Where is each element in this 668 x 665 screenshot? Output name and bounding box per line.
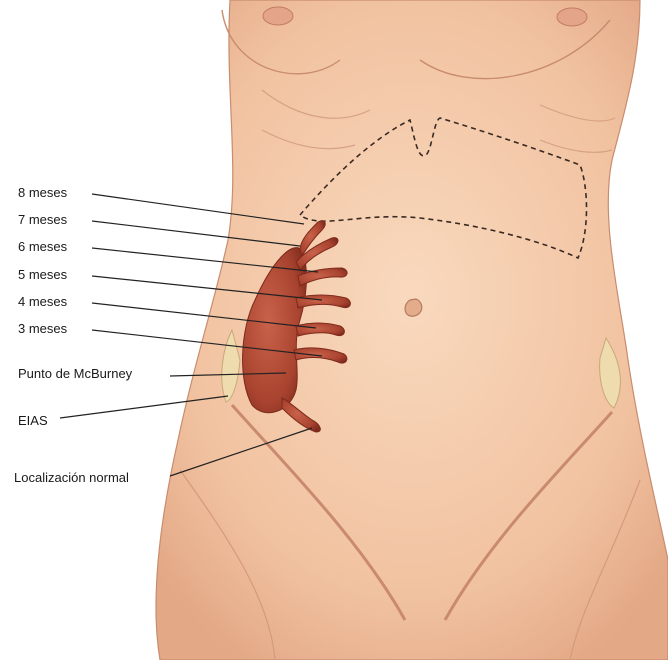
label-localizacion-normal: Localización normal	[14, 470, 129, 485]
label-5-meses: 5 meses	[18, 267, 67, 282]
right-nipple	[557, 8, 587, 26]
navel	[405, 299, 422, 316]
label-eias: EIAS	[18, 413, 48, 428]
label-mcburney: Punto de McBurney	[18, 366, 132, 381]
label-8-meses: 8 meses	[18, 185, 67, 200]
torso-body	[156, 0, 668, 660]
label-3-meses: 3 meses	[18, 321, 67, 336]
label-4-meses: 4 meses	[18, 294, 67, 309]
label-7-meses: 7 meses	[18, 212, 67, 227]
left-nipple	[263, 7, 293, 25]
label-6-meses: 6 meses	[18, 239, 67, 254]
